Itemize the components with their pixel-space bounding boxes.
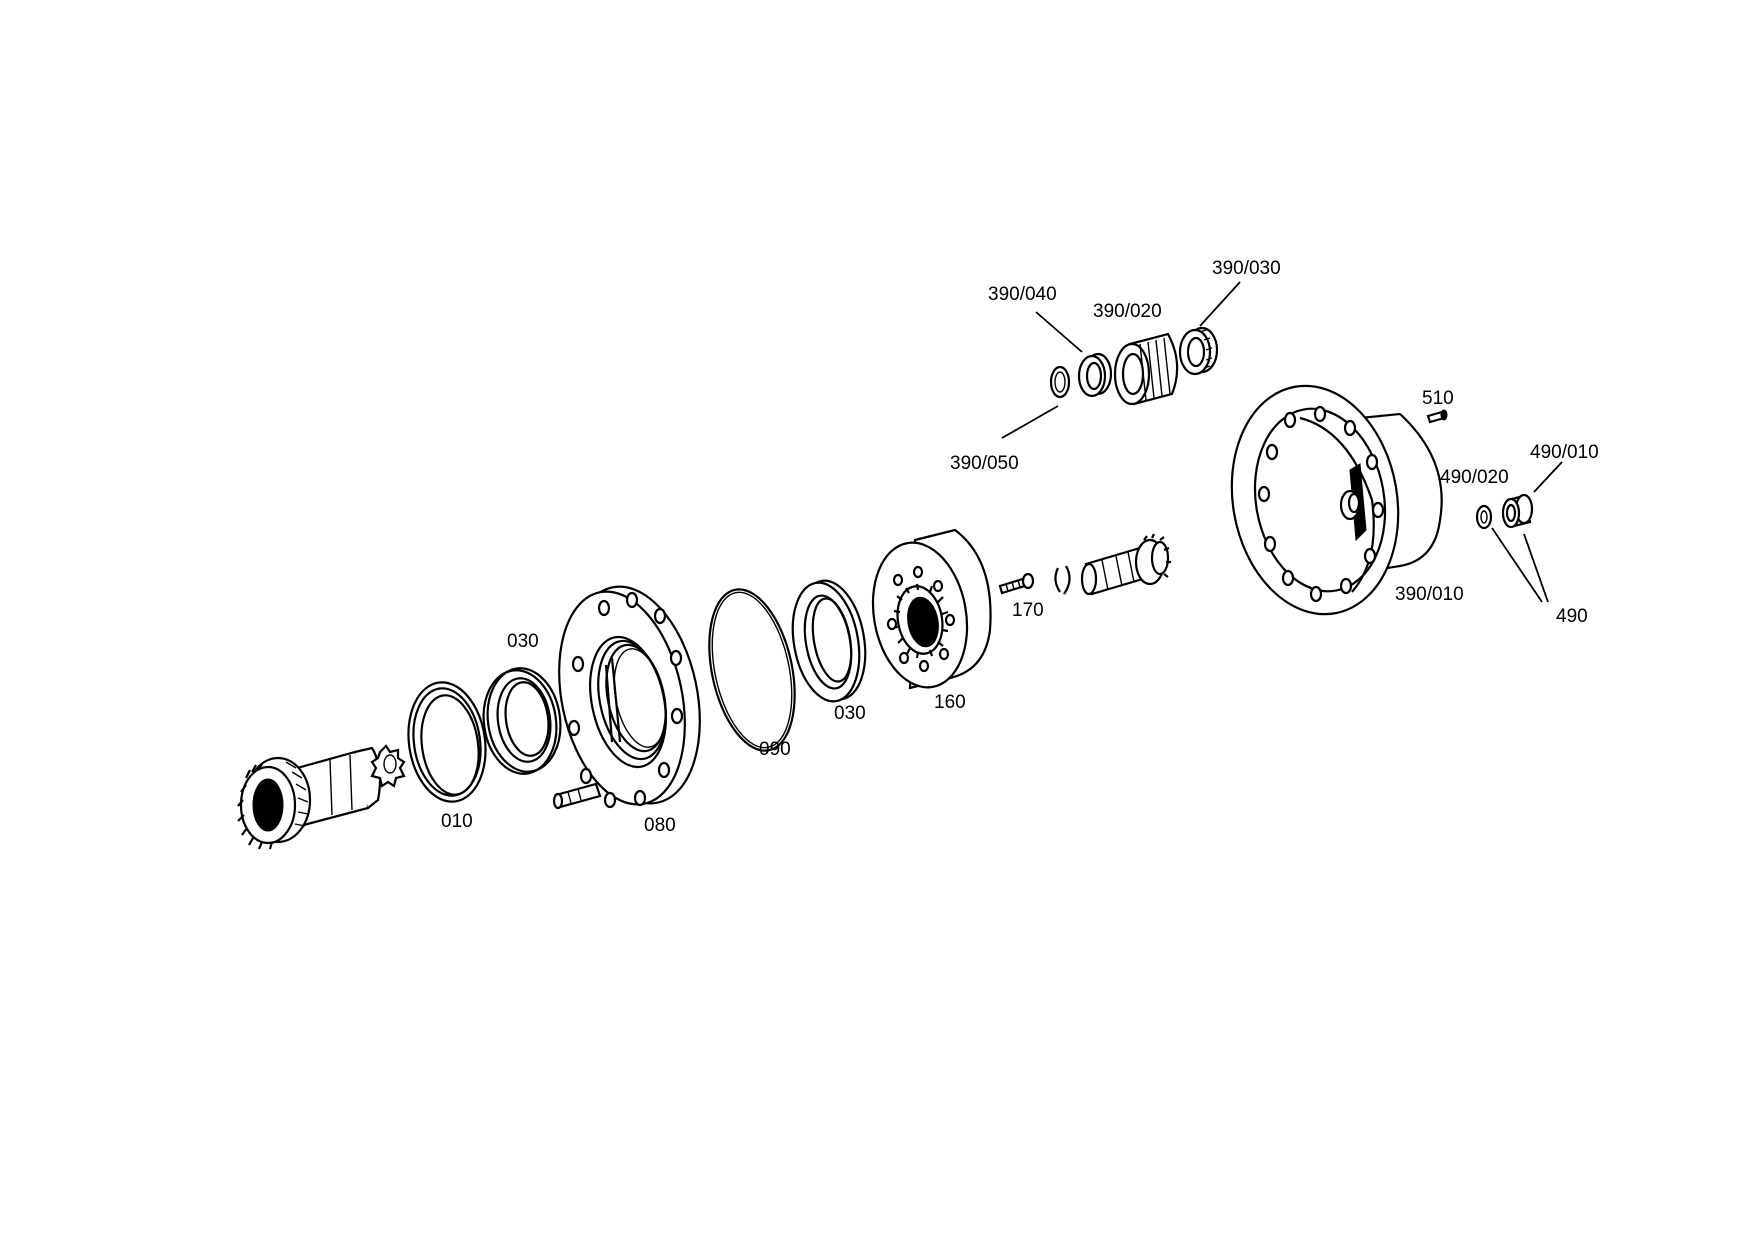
bearing-390-030-part: [1178, 326, 1219, 376]
bearing-390-040-part: [1077, 352, 1113, 398]
planet-carrier-390-010-part: [1230, 384, 1443, 616]
label-080: 080: [644, 815, 676, 836]
part-labels: 010 030 080 090 030 160 170 390/040 390/…: [441, 258, 1599, 836]
label-030-left: 030: [507, 631, 539, 652]
pin-part: [552, 782, 602, 810]
washer-490-020-part: [1475, 504, 1493, 530]
seal-030b-part: [791, 579, 867, 703]
seal-030a-part: [482, 667, 562, 775]
label-490-010: 490/010: [1530, 442, 1599, 463]
label-490-020: 490/020: [1440, 467, 1509, 488]
label-170: 170: [1012, 600, 1044, 621]
label-010: 010: [441, 811, 473, 832]
o-ring-090-part: [708, 588, 796, 752]
label-390-030: 390/030: [1212, 258, 1281, 279]
snap-ring-part: [1054, 565, 1071, 595]
input-shaft-gear-part: [237, 744, 406, 850]
hub-160-part: [871, 528, 992, 690]
label-510: 510: [1422, 388, 1454, 409]
label-390-010: 390/010: [1395, 584, 1464, 605]
label-390-020: 390/020: [1093, 301, 1162, 322]
label-030-right: 030: [834, 703, 866, 724]
screw-510-part: [1426, 409, 1448, 424]
thrust-washer-390-050-part: [1049, 365, 1071, 399]
planet-shaft-part: [1080, 533, 1171, 596]
flange-housing-080-part: [558, 585, 701, 809]
ring-010-part: [407, 681, 487, 803]
label-490: 490: [1556, 606, 1588, 627]
label-090: 090: [759, 739, 791, 760]
leader-lines: [1001, 281, 1563, 603]
label-160: 160: [934, 692, 966, 713]
label-390-040: 390/040: [988, 284, 1057, 305]
planet-gear-390-020-part: [1113, 332, 1179, 406]
label-390-050: 390/050: [950, 453, 1019, 474]
bushing-490-010-part: [1501, 493, 1534, 529]
screw-170-part: [998, 572, 1035, 595]
